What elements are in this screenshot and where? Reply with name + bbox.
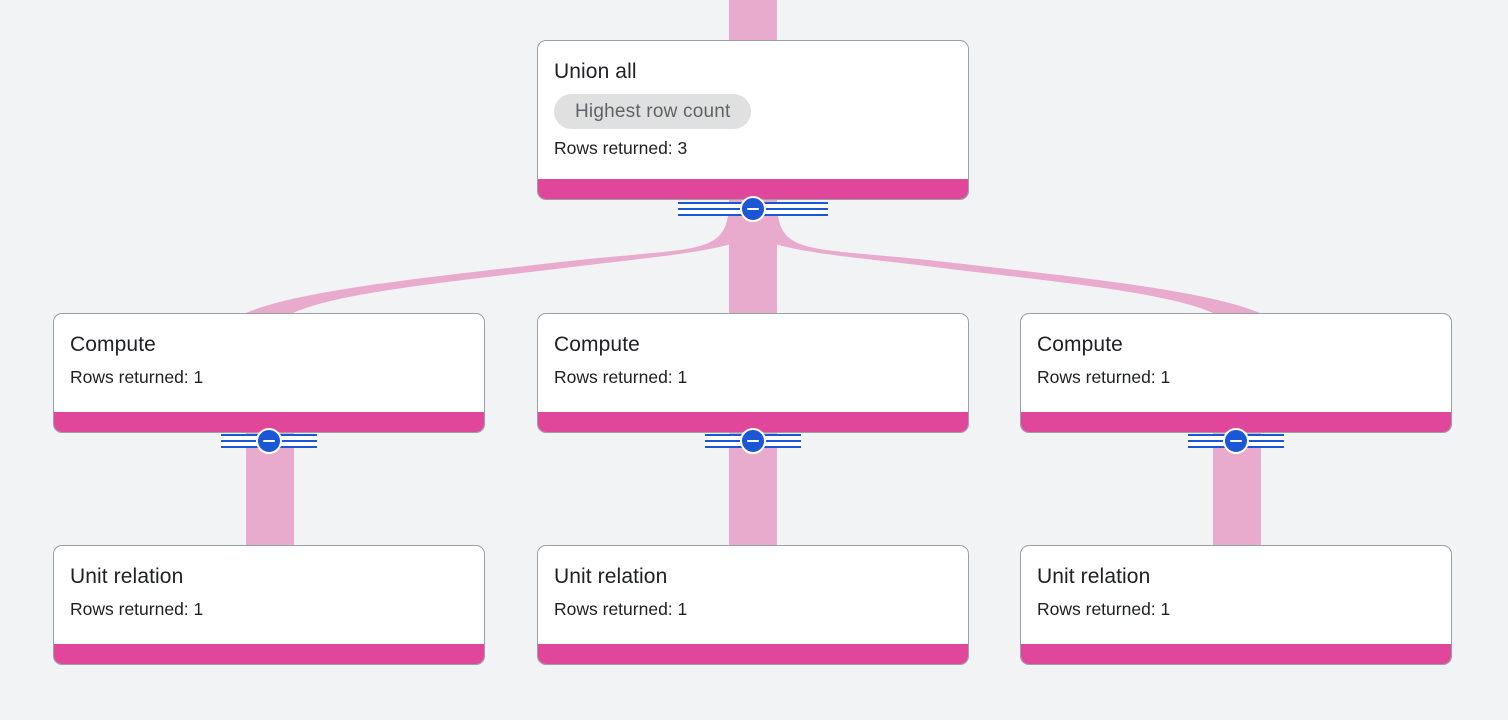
node-accent-bar: [1021, 412, 1451, 432]
collapse-button-compute-2[interactable]: [705, 428, 801, 454]
node-rows-returned: Rows returned: 1: [554, 367, 688, 387]
node-rows-returned: Rows returned: 1: [1037, 599, 1171, 619]
node-rows-returned: Rows returned: 1: [1037, 367, 1171, 387]
node-title: Union all: [554, 60, 637, 83]
node-title: Compute: [70, 333, 156, 356]
node-accent-bar: [54, 644, 484, 664]
node-body: Unit relation Rows returned: 1: [1021, 546, 1451, 620]
node-body: Unit relation Rows returned: 1: [54, 546, 484, 620]
node-body: Compute Rows returned: 1: [538, 314, 968, 388]
node-accent-bar: [1021, 644, 1451, 664]
plan-node-unit-relation-2[interactable]: Unit relation Rows returned: 1: [537, 545, 969, 665]
node-rows-returned: Rows returned: 3: [554, 138, 688, 158]
node-title: Unit relation: [70, 565, 184, 588]
collapse-button-compute-1[interactable]: [221, 428, 317, 454]
plan-node-unit-relation-1[interactable]: Unit relation Rows returned: 1: [53, 545, 485, 665]
node-body: Union all Highest row count Rows returne…: [538, 41, 968, 159]
plan-node-union-all[interactable]: Union all Highest row count Rows returne…: [537, 40, 969, 200]
node-accent-bar: [538, 179, 968, 199]
node-accent-bar: [54, 412, 484, 432]
node-badge-row: Highest row count: [554, 94, 952, 129]
node-rows-returned: Rows returned: 1: [554, 599, 688, 619]
plan-node-compute-2[interactable]: Compute Rows returned: 1: [537, 313, 969, 433]
status-badge: Highest row count: [554, 94, 752, 129]
edge-top-in: [729, 0, 777, 40]
node-body: Compute Rows returned: 1: [1021, 314, 1451, 388]
node-rows-returned: Rows returned: 1: [70, 367, 204, 387]
node-rows-returned: Rows returned: 1: [70, 599, 204, 619]
minus-icon: [740, 196, 766, 222]
node-title: Unit relation: [1037, 565, 1151, 588]
minus-icon: [740, 428, 766, 454]
plan-node-compute-1[interactable]: Compute Rows returned: 1: [53, 313, 485, 433]
minus-icon: [256, 428, 282, 454]
collapse-button-union-all[interactable]: [678, 196, 828, 222]
node-body: Unit relation Rows returned: 1: [538, 546, 968, 620]
node-accent-bar: [538, 644, 968, 664]
minus-icon: [1223, 428, 1249, 454]
node-accent-bar: [538, 412, 968, 432]
plan-node-compute-3[interactable]: Compute Rows returned: 1: [1020, 313, 1452, 433]
node-title: Unit relation: [554, 565, 668, 588]
node-title: Compute: [554, 333, 640, 356]
collapse-button-compute-3[interactable]: [1188, 428, 1284, 454]
plan-node-unit-relation-3[interactable]: Unit relation Rows returned: 1: [1020, 545, 1452, 665]
node-title: Compute: [1037, 333, 1123, 356]
node-body: Compute Rows returned: 1: [54, 314, 484, 388]
